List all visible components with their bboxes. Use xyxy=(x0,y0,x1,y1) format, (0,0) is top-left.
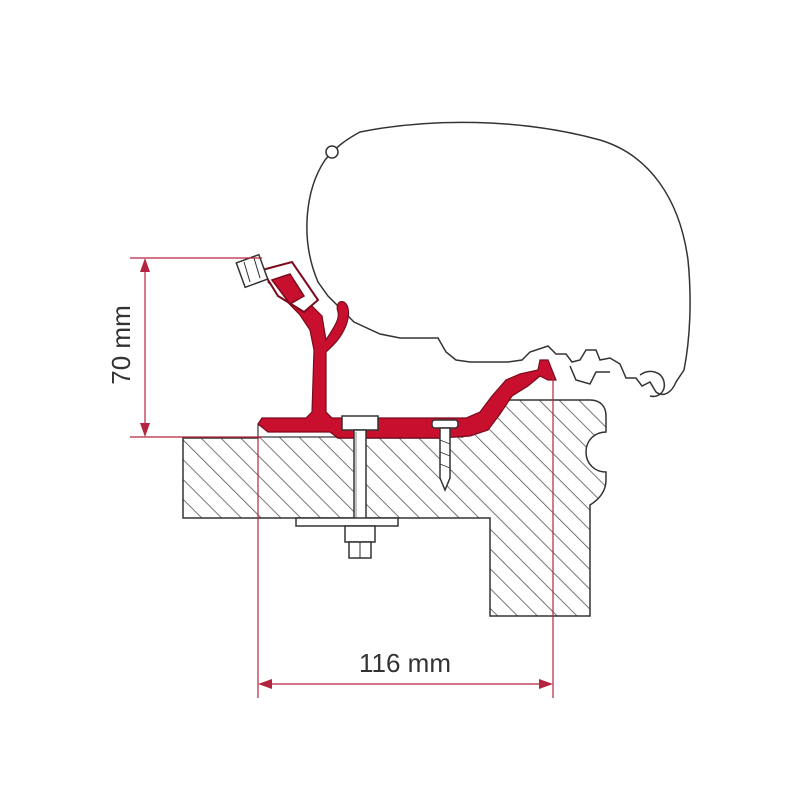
vehicle-profile-section xyxy=(182,399,607,617)
housing-groove-detail xyxy=(569,365,610,385)
clamp-assembly xyxy=(235,253,320,314)
housing-hook-detail xyxy=(639,370,666,398)
width-dimension-label: 116 mm xyxy=(359,648,451,678)
height-dimension: 70 mm xyxy=(106,257,262,438)
housing-detail xyxy=(325,145,339,159)
through-bolt xyxy=(295,415,399,559)
fixing-screw xyxy=(431,419,459,492)
width-dimension: 116 mm xyxy=(257,376,554,698)
height-dimension-label: 70 mm xyxy=(106,305,136,384)
awning-housing xyxy=(306,121,691,396)
